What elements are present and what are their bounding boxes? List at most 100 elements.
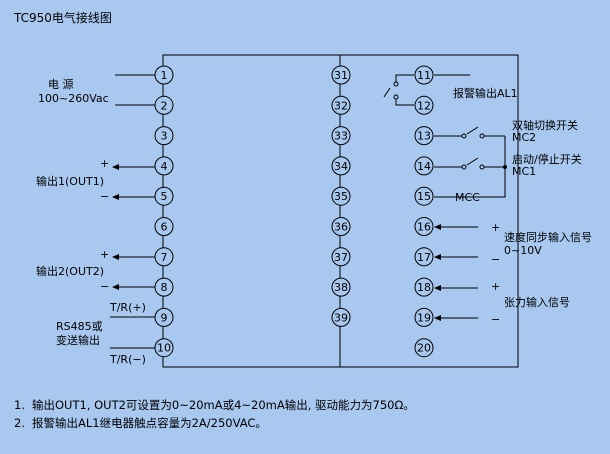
terminal-31: 31 — [331, 65, 351, 85]
terminal-circle — [414, 186, 434, 206]
tension-input-label: 张力输入信号 — [504, 295, 570, 309]
terminal-11: 11 — [414, 65, 434, 85]
terminal-number: 12 — [417, 99, 431, 112]
tension-minus-sign: − — [491, 313, 500, 326]
out2-minus-arrow — [112, 284, 119, 290]
terminal-number: 34 — [334, 160, 348, 173]
tension-plus-arrow — [434, 285, 441, 291]
terminal-number: 18 — [417, 281, 431, 294]
speed-input-label: 速度同步输入信号 — [504, 230, 592, 244]
terminal-circle — [331, 186, 351, 206]
speed-minus-sign: − — [491, 253, 500, 266]
terminal-6: 6 — [154, 217, 174, 236]
alarm-contact-top — [393, 81, 399, 87]
tension-plus-sign: + — [491, 280, 500, 293]
terminal-circle — [154, 186, 174, 206]
alarm-wire-12 — [395, 99, 414, 106]
terminal-number: 6 — [161, 221, 168, 234]
terminal-number: 17 — [417, 251, 431, 264]
terminal-number: 7 — [161, 251, 168, 264]
terminal-number: 8 — [161, 281, 168, 294]
terminal-number: 38 — [334, 281, 348, 294]
terminal-17: 17 — [414, 247, 434, 267]
terminal-34: 34 — [331, 156, 351, 176]
terminal-35: 35 — [331, 186, 351, 206]
terminal-5: 5 — [154, 186, 174, 206]
mc2-switch-blade — [466, 126, 479, 135]
terminal-number: 14 — [417, 160, 431, 173]
terminal-18: 18 — [414, 277, 434, 297]
speed-plus-arrow — [434, 224, 441, 230]
terminal-number: 9 — [161, 311, 168, 324]
note-1-index: 1. — [14, 398, 25, 412]
terminal-33: 33 — [331, 126, 351, 146]
terminal-circle — [331, 65, 351, 85]
note-2: 2.报警输出AL1继电器触点容量为2A/250VAC。 — [14, 415, 267, 431]
terminal-36: 36 — [331, 217, 351, 236]
speed-minus-arrow — [434, 254, 441, 260]
terminal-circle — [414, 307, 434, 327]
out1-minus-sign: − — [100, 190, 109, 203]
terminal-circle — [414, 277, 434, 297]
terminal-2: 2 — [154, 95, 174, 115]
mc1-contact-right — [479, 164, 485, 170]
terminal-number: 33 — [334, 130, 348, 143]
terminal-13: 13 — [414, 126, 434, 146]
terminal-38: 38 — [331, 277, 351, 297]
tr-plus-label: T/R(+) — [109, 301, 146, 314]
terminal-number: 31 — [334, 69, 348, 82]
terminal-8: 8 — [154, 277, 174, 297]
terminal-number: 19 — [417, 311, 431, 324]
terminal-39: 39 — [331, 307, 351, 327]
terminal-1: 1 — [154, 65, 174, 85]
alarm-label: 报警输出AL1 — [453, 86, 518, 100]
alarm-wire-11 — [395, 74, 414, 82]
out2-minus-sign: − — [100, 280, 109, 293]
terminal-circle — [154, 126, 174, 146]
tr-minus-label: T/R(−) — [109, 353, 146, 366]
terminal-37: 37 — [331, 247, 351, 267]
speed-range-label: 0~10V — [504, 244, 542, 257]
terminal-number: 1 — [161, 69, 168, 82]
terminal-circle — [414, 338, 434, 358]
terminal-3: 3 — [154, 126, 174, 146]
power-voltage-label: 100~260Vac — [38, 92, 109, 105]
mcc-common-wire — [434, 136, 506, 198]
terminal-12: 12 — [414, 95, 434, 115]
terminal-number: 4 — [161, 160, 168, 173]
mc2-label: 双轴切换开关 — [512, 118, 578, 132]
terminal-circle — [331, 277, 351, 297]
terminal-circle — [331, 156, 351, 176]
out1-plus-sign: + — [100, 157, 109, 170]
terminal-number: 5 — [161, 190, 168, 203]
alarm-contact-bottom — [393, 94, 399, 100]
terminal-circle — [414, 217, 434, 236]
terminal-15: 15 — [414, 186, 434, 206]
terminal-number: 39 — [334, 311, 348, 324]
out2-plus-sign: + — [100, 248, 109, 261]
terminal-circle — [331, 247, 351, 267]
mc2-id-label: MC2 — [512, 131, 536, 144]
terminal-number: 3 — [161, 130, 168, 143]
terminal-circle — [331, 126, 351, 146]
mc1-id-label: MC1 — [512, 165, 536, 178]
terminal-number: 35 — [334, 190, 348, 203]
out2-plus-arrow — [112, 254, 119, 260]
terminal-circle — [414, 95, 434, 115]
terminal-circle — [331, 95, 351, 115]
terminal-circle — [154, 156, 174, 176]
terminal-14: 14 — [414, 156, 434, 176]
note-1: 1.输出OUT1, OUT2可设置为0~20mA或4~20mA输出, 驱动能力为… — [14, 397, 415, 413]
terminal-circle — [414, 247, 434, 267]
mc2-contact-right — [479, 133, 485, 139]
terminal-circle — [414, 65, 434, 85]
out1-plus-arrow — [112, 164, 119, 170]
terminal-16: 16 — [414, 217, 434, 236]
mc1-label: 启动/停止开关 — [512, 152, 582, 166]
mcc-junction-dot — [503, 165, 507, 169]
terminal-circle — [414, 156, 434, 176]
